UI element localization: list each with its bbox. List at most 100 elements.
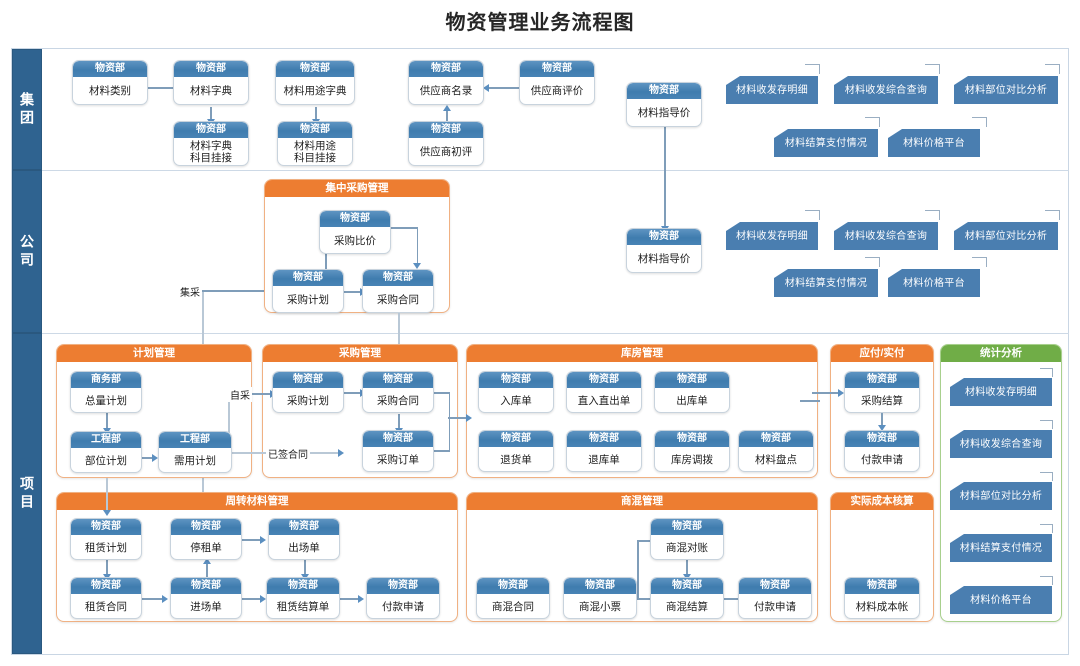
node-card[interactable]: 物资部 入库单 bbox=[478, 371, 554, 413]
node-card[interactable]: 物资部 材料用途 科目挂接 bbox=[277, 121, 353, 166]
node-card[interactable]: 物资部 采购合同 bbox=[362, 269, 434, 313]
node-label: 付款申请 bbox=[861, 453, 903, 466]
node-dept: 物资部 bbox=[564, 578, 636, 595]
node-card[interactable]: 物资部 付款申请 bbox=[844, 430, 920, 472]
report-bracket-icon bbox=[925, 210, 940, 220]
node-card[interactable]: 物资部 采购计划 bbox=[272, 269, 344, 313]
arrow-head bbox=[162, 594, 168, 603]
report-bracket-icon bbox=[805, 210, 820, 220]
connector bbox=[228, 393, 230, 449]
node-card[interactable]: 物资部 材料指导价 bbox=[626, 228, 702, 273]
node-card[interactable]: 物资部 库房调拨 bbox=[654, 430, 730, 472]
report-box[interactable]: 材料收发存明细 bbox=[726, 76, 818, 104]
node-card[interactable]: 物资部 付款申请 bbox=[366, 577, 440, 619]
node-card[interactable]: 物资部 租赁计划 bbox=[70, 518, 142, 560]
report-box[interactable]: 材料部位对比分析 bbox=[954, 222, 1058, 250]
node-label: 供应商名录 bbox=[419, 85, 473, 97]
node-dept: 物资部 bbox=[409, 61, 483, 78]
node-label: 采购计划 bbox=[287, 394, 329, 407]
node-card[interactable]: 物资部 出场单 bbox=[268, 518, 340, 560]
node-label: 材料成本帐 bbox=[855, 600, 909, 613]
node-card[interactable]: 物资部 出库单 bbox=[654, 371, 730, 413]
report-box[interactable]: 材料收发综合查询 bbox=[834, 222, 938, 250]
node-dept: 物资部 bbox=[71, 519, 141, 536]
report-box[interactable]: 材料结算支付情况 bbox=[774, 129, 878, 157]
node-card[interactable]: 物资部 供应商初评 bbox=[408, 121, 484, 166]
panel-title: 统计分析 bbox=[941, 345, 1061, 362]
connector bbox=[448, 417, 450, 451]
report-box[interactable]: 材料结算支付情况 bbox=[950, 534, 1052, 562]
node-label: 直入直出单 bbox=[577, 394, 631, 407]
report-box[interactable]: 材料收发存明细 bbox=[950, 378, 1052, 406]
node-card[interactable]: 物资部 采购比价 bbox=[319, 210, 391, 254]
node-card[interactable]: 物资部 材料字典 科目挂接 bbox=[173, 121, 249, 166]
report-box[interactable]: 材料收发综合查询 bbox=[950, 430, 1052, 458]
node-card[interactable]: 物资部 材料字典 bbox=[173, 60, 249, 105]
node-label: 供应商初评 bbox=[419, 146, 473, 158]
arrow-head bbox=[838, 388, 844, 397]
report-bracket-icon bbox=[865, 257, 880, 267]
node-card[interactable]: 物资部 采购合同 bbox=[362, 371, 434, 413]
node-card[interactable]: 工程部 部位计划 bbox=[70, 431, 142, 473]
report-box[interactable]: 材料价格平台 bbox=[888, 129, 980, 157]
node-label: 材料用途字典 bbox=[283, 85, 347, 97]
report-box[interactable]: 材料部位对比分析 bbox=[954, 76, 1058, 104]
node-card[interactable]: 物资部 进场单 bbox=[170, 577, 242, 619]
node-card[interactable]: 物资部 采购计划 bbox=[272, 371, 344, 413]
node-dept: 物资部 bbox=[409, 122, 483, 139]
node-card[interactable]: 物资部 材料类别 bbox=[72, 60, 148, 105]
node-label: 商混对账 bbox=[666, 541, 708, 554]
node-card[interactable]: 物资部 商混对账 bbox=[650, 518, 724, 560]
node-dept: 物资部 bbox=[651, 578, 723, 595]
node-dept: 物资部 bbox=[479, 431, 553, 448]
panel-title: 周转材料管理 bbox=[57, 493, 457, 510]
panel-title: 实际成本核算 bbox=[831, 493, 933, 510]
node-card[interactable]: 物资部 材料指导价 bbox=[626, 82, 702, 127]
node-dept: 物资部 bbox=[520, 61, 594, 78]
lane-band-project: 项目 bbox=[12, 333, 42, 654]
connector bbox=[106, 560, 108, 576]
report-box[interactable]: 材料收发存明细 bbox=[726, 222, 818, 250]
node-card[interactable]: 物资部 退货单 bbox=[478, 430, 554, 472]
arrow-head bbox=[877, 425, 886, 431]
connector bbox=[434, 450, 450, 452]
report-bracket-icon bbox=[1040, 368, 1053, 377]
node-dept: 物资部 bbox=[320, 211, 390, 228]
report-box[interactable]: 材料收发综合查询 bbox=[834, 76, 938, 104]
node-card[interactable]: 工程部 需用计划 bbox=[158, 431, 232, 473]
node-card[interactable]: 物资部 材料成本帐 bbox=[844, 577, 920, 619]
node-label: 出场单 bbox=[288, 541, 320, 554]
node-label: 商混小票 bbox=[579, 600, 621, 613]
node-card[interactable]: 物资部 供应商评价 bbox=[519, 60, 595, 105]
node-dept: 物资部 bbox=[627, 229, 701, 246]
report-box[interactable]: 材料结算支付情况 bbox=[774, 269, 878, 297]
node-dept: 物资部 bbox=[651, 519, 723, 536]
report-bracket-icon bbox=[1040, 524, 1053, 533]
node-card[interactable]: 物资部 停租单 bbox=[170, 518, 242, 560]
node-dept: 物资部 bbox=[845, 578, 919, 595]
node-card[interactable]: 物资部 商混结算 bbox=[650, 577, 724, 619]
node-card[interactable]: 物资部 采购结算 bbox=[844, 371, 920, 413]
node-card[interactable]: 物资部 租赁结算单 bbox=[266, 577, 340, 619]
node-label: 出库单 bbox=[676, 394, 708, 407]
node-card[interactable]: 物资部 商混小票 bbox=[563, 577, 637, 619]
panel-title: 计划管理 bbox=[57, 345, 251, 362]
node-card[interactable]: 物资部 采购订单 bbox=[362, 430, 434, 472]
report-box[interactable]: 材料价格平台 bbox=[888, 269, 980, 297]
node-card[interactable]: 物资部 付款申请 bbox=[738, 577, 812, 619]
node-dept: 物资部 bbox=[174, 61, 248, 78]
node-card[interactable]: 商务部 总量计划 bbox=[70, 371, 142, 413]
edge-label-yiqianhetong: 已签合同 bbox=[266, 446, 310, 461]
node-card[interactable]: 物资部 租赁合同 bbox=[70, 577, 142, 619]
node-card[interactable]: 物资部 商混合同 bbox=[476, 577, 550, 619]
node-card[interactable]: 物资部 直入直出单 bbox=[566, 371, 642, 413]
node-card[interactable]: 物资部 退库单 bbox=[566, 430, 642, 472]
connector bbox=[800, 400, 820, 402]
node-card[interactable]: 物资部 材料用途字典 bbox=[275, 60, 355, 105]
node-card[interactable]: 物资部 供应商名录 bbox=[408, 60, 484, 105]
node-dept: 物资部 bbox=[739, 431, 813, 448]
report-box[interactable]: 材料价格平台 bbox=[950, 586, 1052, 614]
node-card[interactable]: 物资部 材料盘点 bbox=[738, 430, 814, 472]
report-box[interactable]: 材料部位对比分析 bbox=[950, 482, 1052, 510]
arrow-head bbox=[102, 510, 111, 516]
